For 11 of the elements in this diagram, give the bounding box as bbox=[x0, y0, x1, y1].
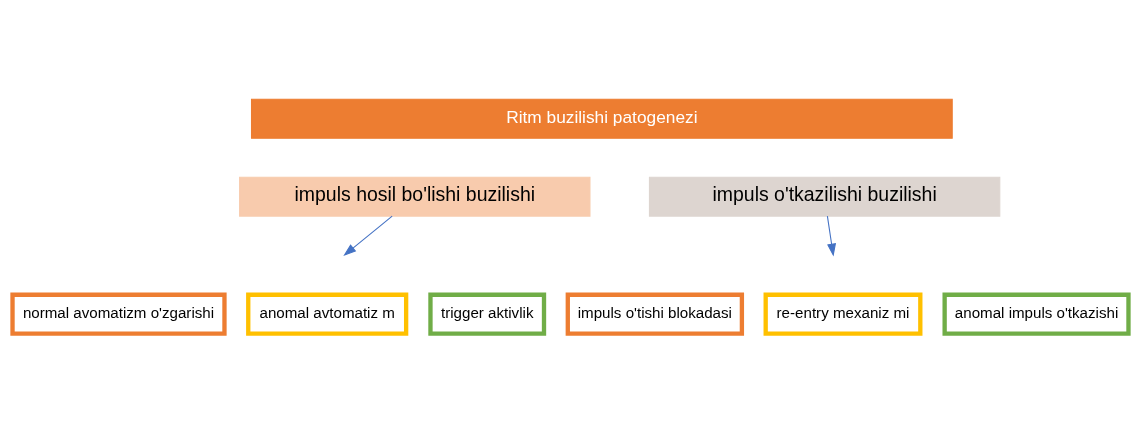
node-box: anomal avtomatiz m bbox=[246, 292, 409, 336]
node-box: impuls o'tishi blokadasi bbox=[565, 292, 745, 336]
node-box: normal avomatizm o'zgarishi bbox=[10, 292, 227, 336]
node-box: re-entry mexaniz mi bbox=[763, 292, 923, 336]
node-box: impuls o'tkazilishi buzilishi bbox=[648, 176, 1001, 217]
node-box: trigger aktivlik bbox=[428, 292, 547, 336]
node-box: anomal impuls o'tkazishi bbox=[942, 292, 1131, 336]
node-box: impuls hosil bo'lishi buzilishi bbox=[239, 176, 591, 217]
arrow bbox=[826, 215, 837, 257]
node-box: Ritm buzilishi patogenezi bbox=[250, 98, 953, 139]
arrow bbox=[343, 215, 393, 256]
